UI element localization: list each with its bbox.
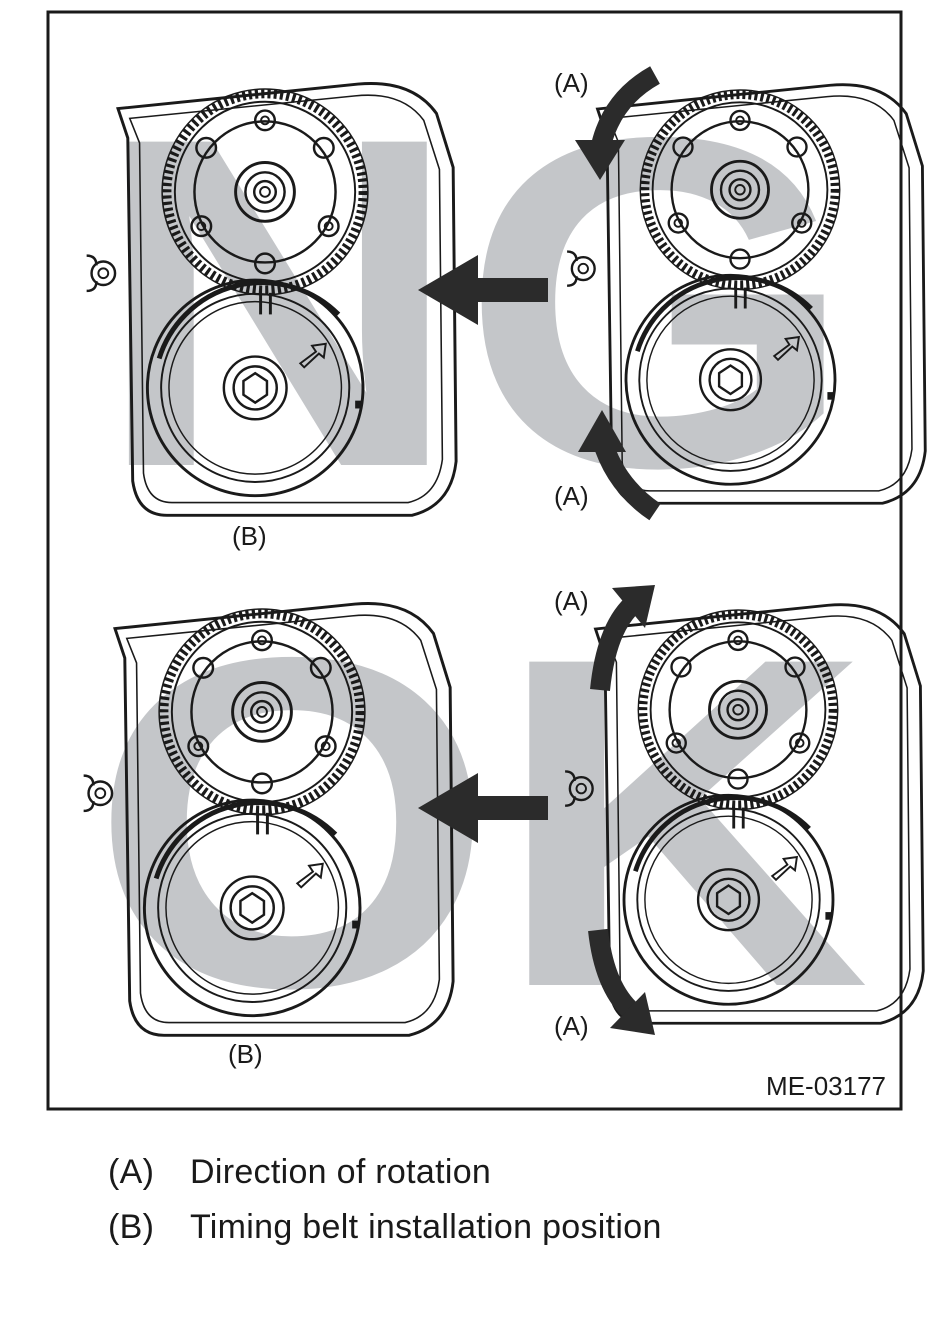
legend-key-a: (A) [108,1153,155,1191]
label-a-ok-top: (A) [554,586,589,616]
timing-belt-diagram: NG OK (A) (A) (B) (A) [46,10,952,1111]
watermark-ok: OK [90,560,870,1085]
figure-id: ME-03177 [766,1071,886,1101]
legend-row-b: (B) Timing belt installation position [108,1208,662,1247]
figure-frame [46,10,903,1111]
transition-arrow-top [418,255,548,325]
label-a-ng-bottom: (A) [554,481,589,511]
rotation-arrow-ng-bottom [578,410,661,521]
legend-text-a: Direction of rotation [190,1153,492,1191]
rotation-arrow-ok-bottom [588,928,655,1035]
transition-arrow-bottom [418,773,548,843]
legend-key-b: (B) [108,1208,155,1246]
rotation-arrow-ok-top [590,585,655,692]
rotation-arrow-ng-top [575,66,661,180]
legend-text-b: Timing belt installation position [190,1208,662,1246]
label-b-bottom: (B) [228,1039,263,1069]
label-a-ok-bottom: (A) [554,1011,589,1041]
label-b-top: (B) [232,521,267,551]
legend-row-a: (A) Direction of rotation [108,1153,491,1192]
label-a-top: (A) [554,68,589,98]
